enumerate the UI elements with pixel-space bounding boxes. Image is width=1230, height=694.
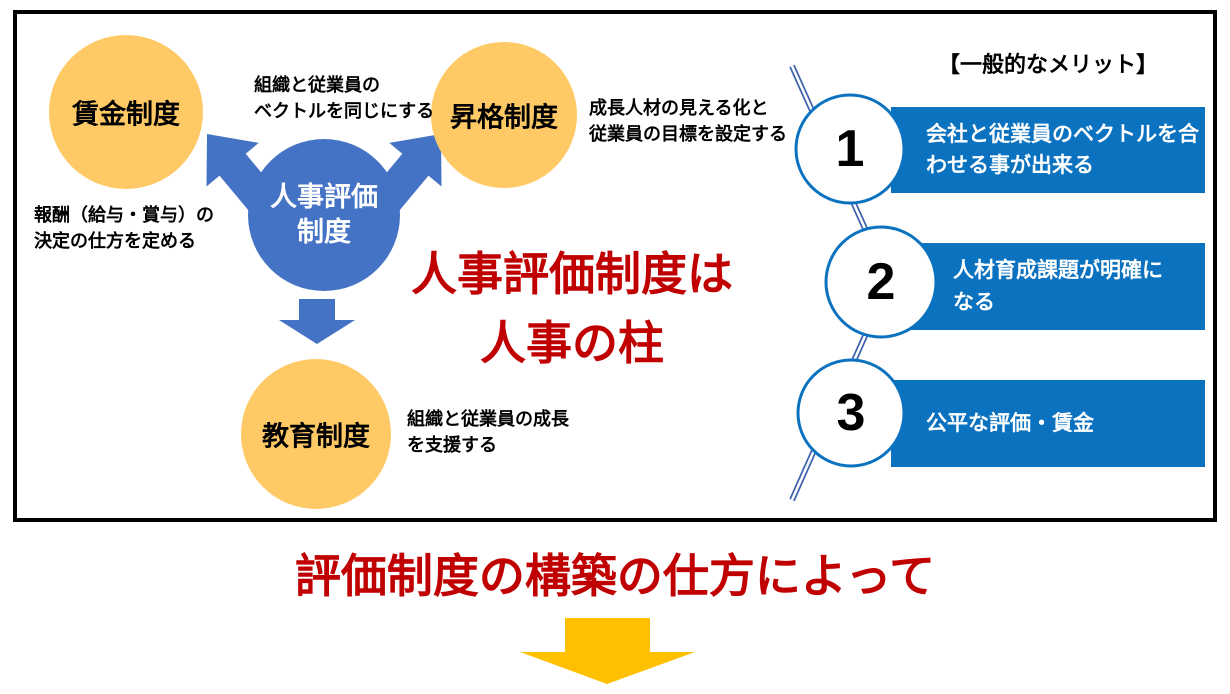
education-note-line1: 組織と従業員の成長 xyxy=(407,409,569,429)
footer-caption: 評価制度の構築の仕方によって xyxy=(294,550,936,602)
merit-circle-3 xyxy=(796,358,906,468)
merit-list-title: 【一般的なメリット】 xyxy=(937,52,1158,77)
education-note-line2: を支援する xyxy=(407,435,497,456)
merit-bar-1-line2: わせる事が出来る xyxy=(926,154,1094,177)
merit-number-2: 2 xyxy=(866,253,896,311)
wage-circle-label: 賃金制度 xyxy=(72,99,180,130)
education-circle xyxy=(241,359,391,509)
reward-note-line2: 決定の仕方を定める xyxy=(34,231,196,252)
growth-note: 成長人材の見える化と 従業員の目標を設定する xyxy=(589,95,787,147)
hr-evaluation-circle xyxy=(248,139,400,291)
growth-note-line2: 従業員の目標を設定する xyxy=(589,124,787,145)
headline-line1: 人事評価制度は xyxy=(411,248,733,300)
merit-number-1: 1 xyxy=(835,120,865,178)
promotion-circle xyxy=(431,42,577,188)
hr-evaluation-label-line1: 人事評価 xyxy=(270,181,378,212)
merit-bar-1: 会社と従業員のベクトルを合 わせる事が出来る xyxy=(891,107,1205,193)
merit-bar-2-line2: なる xyxy=(953,290,995,314)
education-circle-label: 教育制度 xyxy=(262,421,370,452)
footer-arrow-icon xyxy=(520,618,695,684)
headline-line2: 人事の柱 xyxy=(480,317,664,369)
vector-note-line2: ベクトルを同じにする xyxy=(254,101,435,122)
hr-evaluation-label-line2: 制度 xyxy=(297,217,351,247)
vector-note-line1: 組織と従業員の xyxy=(254,75,380,95)
merit-bar-2: 人材育成課題が明確に なる xyxy=(891,243,1205,330)
diagram-frame: 会社と従業員のベクトルを合 わせる事が出来る 人材育成課題が明確に なる 公平な… xyxy=(13,10,1217,522)
headline: 人事評価制度は 人事の柱 xyxy=(377,240,767,378)
diagram-shapes xyxy=(49,35,938,509)
vector-note: 組織と従業員の ベクトルを同じにする xyxy=(254,72,434,124)
reward-note-line1: 報酬（給与・賞与）の xyxy=(34,205,214,225)
merit-bar-1-line1: 会社と従業員のベクトルを合 xyxy=(926,122,1199,146)
merit-circle-1 xyxy=(794,93,906,205)
wage-circle xyxy=(49,35,203,189)
merit-bar-3-line1: 公平な評価・賃金 xyxy=(926,411,1094,435)
merit-circle-2 xyxy=(824,225,938,339)
reward-note: 報酬（給与・賞与）の 決定の仕方を定める xyxy=(34,202,214,254)
hr-evaluation-circle-label: 人事評価 制度 xyxy=(270,180,378,250)
merit-bar-2-line1: 人材育成課題が明確に xyxy=(953,259,1163,282)
promotion-circle-label: 昇格制度 xyxy=(450,102,558,133)
merit-bar-3: 公平な評価・賃金 xyxy=(891,380,1205,467)
growth-note-line1: 成長人材の見える化と xyxy=(589,98,769,118)
arrow-down-icon xyxy=(279,299,355,344)
merit-number-3: 3 xyxy=(836,384,866,442)
education-note: 組織と従業員の成長 を支援する xyxy=(407,406,569,458)
